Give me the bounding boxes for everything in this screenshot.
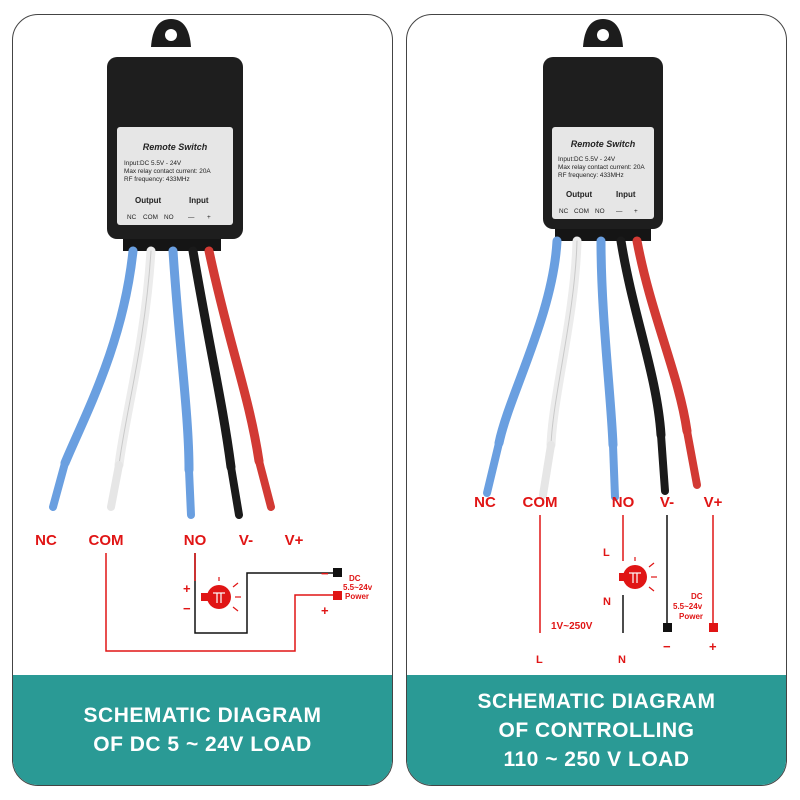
caption-line-1: SCHEMATIC DIAGRAM xyxy=(477,689,716,713)
power-label-dc: DC xyxy=(349,574,361,583)
remote-switch-module: Remote Switch Input:DC 5.5V - 24V Max re… xyxy=(107,19,243,251)
power-label-volt: 5.5~24v xyxy=(343,583,373,592)
device-spec-3: RF frequency: 433MHz xyxy=(558,172,624,179)
power-label-volt: 5.5~24v xyxy=(673,602,703,611)
pin-no: NO xyxy=(595,208,605,215)
wire-vminus xyxy=(616,236,666,440)
wire-no-tip xyxy=(185,466,195,519)
wires xyxy=(483,236,701,501)
device-spec-2: Max relay contact current: 20A xyxy=(558,164,645,171)
device-spec-1: Input:DC 5.5V - 24V xyxy=(124,160,182,167)
wiring-diagram-dc: Remote Switch Input:DC 5.5V - 24V Max re… xyxy=(35,19,373,652)
device-title: Remote Switch xyxy=(143,142,208,152)
label-vplus: V+ xyxy=(704,494,723,511)
ac-schematic xyxy=(539,515,714,633)
wire-vplus xyxy=(204,246,264,466)
wires xyxy=(49,246,275,519)
wire-vminus-tip xyxy=(657,431,669,495)
pin-no: NO xyxy=(164,214,174,221)
power-minus-terminal xyxy=(333,568,342,577)
caption-line-1: SCHEMATIC DIAGRAM xyxy=(83,704,322,727)
wire-nc-tip xyxy=(49,459,69,511)
power-plus-terminal xyxy=(709,623,718,632)
remote-switch-module: Remote Switch Input:DC 5.5V - 24V Max re… xyxy=(543,19,663,241)
ac-n-label: N xyxy=(618,654,626,666)
lamp-n-label: N xyxy=(603,596,611,608)
wire-nc xyxy=(60,246,138,468)
label-vminus: V- xyxy=(660,494,674,511)
device-spec-2: Max relay contact current: 20A xyxy=(124,168,211,175)
wire-vminus xyxy=(188,246,236,472)
wire-com-outline xyxy=(550,240,578,446)
label-no: NO xyxy=(612,494,635,511)
pin-com: COM xyxy=(143,214,158,221)
lamp-minus: − xyxy=(183,601,191,616)
power-minus-sign: − xyxy=(321,566,329,581)
label-vplus: V+ xyxy=(285,532,304,549)
wiring-diagram-ac: Remote Switch Input:DC 5.5V - 24V Max re… xyxy=(474,19,723,666)
label-nc: NC xyxy=(35,532,57,549)
diagram-panel-ac-load: Remote Switch Input:DC 5.5V - 24V Max re… xyxy=(406,14,787,786)
wire-com-outline xyxy=(118,250,152,466)
pin-minus: — xyxy=(616,208,623,215)
wire-vplus-tip xyxy=(255,457,275,511)
wire-nc-tip xyxy=(483,439,503,497)
label-nc: NC xyxy=(474,494,496,511)
pin-nc: NC xyxy=(127,214,137,221)
dc-schematic xyxy=(105,553,333,652)
power-plus-sign: + xyxy=(709,639,717,654)
wire-vminus-tip xyxy=(227,463,243,519)
caption-dc-load: SCHEMATIC DIAGRAM OF DC 5 ~ 24V LOAD xyxy=(13,675,392,785)
pin-plus: + xyxy=(207,214,211,221)
power-minus-sign: − xyxy=(663,639,671,654)
lamp-l-label: L xyxy=(603,547,610,559)
output-label: Output xyxy=(566,190,593,199)
power-label-power: Power xyxy=(679,612,703,621)
power-plus-terminal xyxy=(333,591,342,600)
input-label: Input xyxy=(616,190,636,199)
wire-nc xyxy=(494,236,562,448)
ac-voltage-label: 1V~250V xyxy=(551,621,593,632)
wire-no xyxy=(168,246,194,475)
caption-line-3: 110 ~ 250 V LOAD xyxy=(503,747,690,771)
lamp-icon xyxy=(201,577,241,612)
device-spec-3: RF frequency: 433MHz xyxy=(124,176,190,183)
power-label-power: Power xyxy=(345,592,369,601)
power-plus-sign: + xyxy=(321,603,329,618)
diagram-panel-dc-load: Remote Switch Input:DC 5.5V - 24V Max re… xyxy=(12,14,393,786)
wire-no-tip xyxy=(609,441,619,501)
caption-line-2: OF CONTROLLING xyxy=(498,718,695,742)
device-spec-1: Input:DC 5.5V - 24V xyxy=(558,156,616,163)
caption-ac-load: SCHEMATIC DIAGRAM OF CONTROLLING 110 ~ 2… xyxy=(407,675,786,785)
wire-com-tip xyxy=(539,441,555,499)
label-no: NO xyxy=(184,532,207,549)
pin-plus: + xyxy=(634,208,638,215)
lamp-plus: + xyxy=(183,581,191,596)
power-label-dc: DC xyxy=(691,592,703,601)
device-title: Remote Switch xyxy=(571,139,636,149)
label-com: COM xyxy=(523,494,558,511)
input-label: Input xyxy=(189,196,209,205)
wire-vplus-tip xyxy=(683,427,701,489)
wire-vplus xyxy=(632,236,692,436)
ac-l-label: L xyxy=(536,654,543,666)
pin-com: COM xyxy=(574,208,589,215)
pin-nc: NC xyxy=(559,208,569,215)
lamp-icon xyxy=(619,557,657,592)
pin-minus: — xyxy=(188,214,195,221)
label-vminus: V- xyxy=(239,532,253,549)
wire-com-tip xyxy=(107,461,123,511)
caption-line-2: OF DC 5 ~ 24V LOAD xyxy=(93,733,312,756)
label-com: COM xyxy=(89,532,124,549)
wire-no xyxy=(596,236,618,450)
output-label: Output xyxy=(135,196,162,205)
power-minus-terminal xyxy=(663,623,672,632)
